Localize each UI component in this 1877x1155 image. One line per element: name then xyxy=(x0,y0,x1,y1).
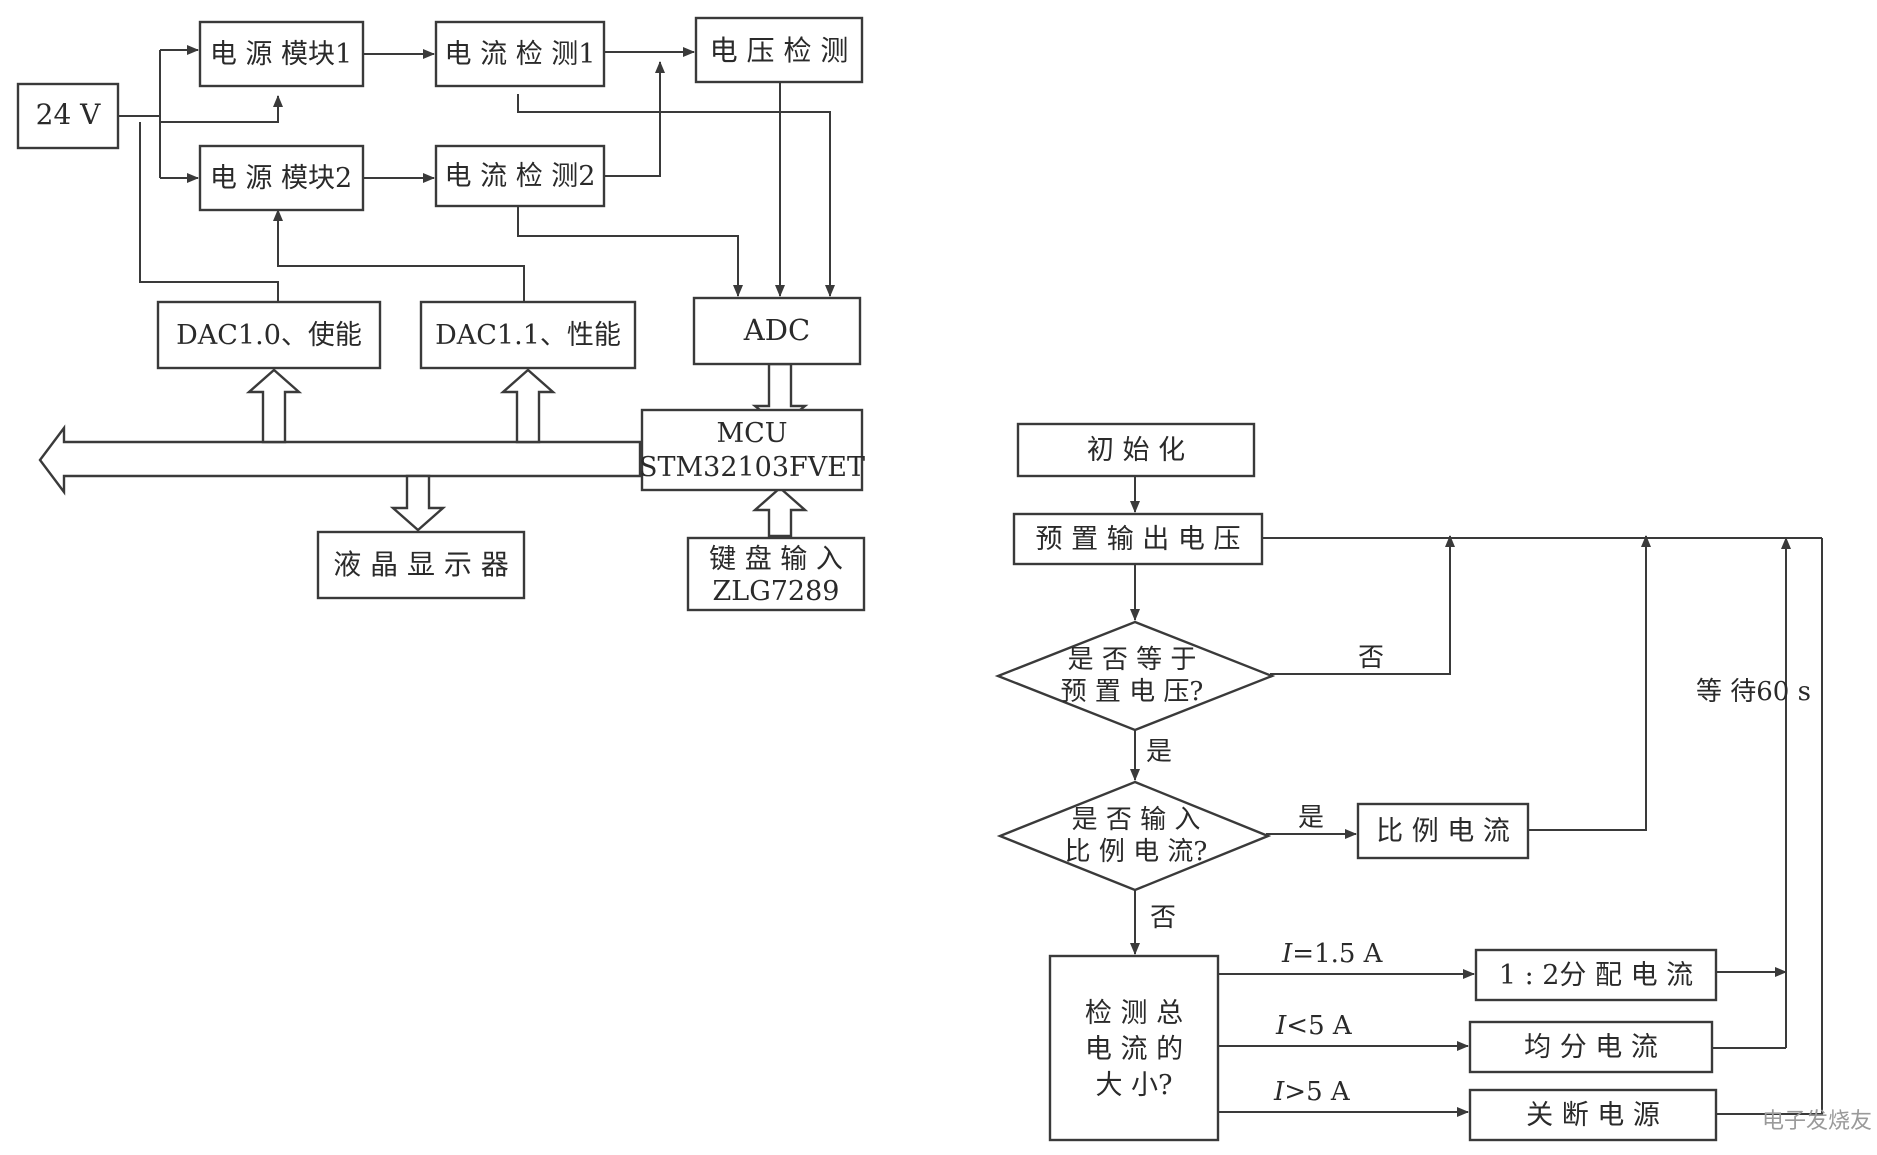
system-bus-arrow xyxy=(38,424,642,496)
power-module-1-label: 电 源 模块1 xyxy=(210,39,352,70)
condition-gt-var: I xyxy=(1273,1077,1285,1107)
arrow-decision1-no-loop xyxy=(1270,535,1455,675)
wire-shutdown-loop xyxy=(1716,538,1823,1115)
condition-gt-label: I>5 A xyxy=(1273,1077,1351,1107)
condition-eq-var: I xyxy=(1281,939,1293,969)
bus-to-lcd-arrow xyxy=(389,474,447,532)
preset-voltage-box xyxy=(1012,512,1264,566)
arrow-ratio-loop xyxy=(1528,535,1651,831)
flowchart: 初 始 化 预 置 输 出 电 压 是 否 等 于 预 置 电 压? 否 是 是… xyxy=(994,422,1823,1142)
condition-gt-value: >5 A xyxy=(1284,1077,1351,1107)
decision2-yes-label: 是 xyxy=(1298,803,1324,833)
current-detect-1-box xyxy=(434,20,606,88)
voltage-detect-label: 电 压 检 测 xyxy=(710,34,849,67)
lcd-label: 液 晶 显 示 器 xyxy=(333,548,509,581)
ratio-current-box xyxy=(1356,802,1530,860)
mcu-box xyxy=(640,408,864,492)
keyboard-label-line1: 键 盘 输 入 xyxy=(709,544,843,575)
init-box xyxy=(1016,422,1256,478)
dac10-box xyxy=(156,300,382,370)
input-24v-box xyxy=(16,82,120,150)
mcu-label-line1: MCU xyxy=(716,418,787,449)
decision-equal-preset xyxy=(994,620,1276,732)
decision1-yes-label: 是 xyxy=(1146,737,1172,767)
wait-60s-label: 等 待60 s xyxy=(1696,677,1811,707)
power-module-1-box xyxy=(198,20,365,88)
decision1-line1: 是 否 等 于 xyxy=(1068,645,1197,675)
condition-eq-label: I=1.5 A xyxy=(1281,939,1384,969)
bus-to-dac10-arrow xyxy=(245,368,303,444)
decision1-line2: 预 置 电 压? xyxy=(1061,677,1204,707)
arrow-dac11-power2 xyxy=(273,209,525,302)
detect-line2: 电 流 的 xyxy=(1085,1034,1183,1065)
equal-split-label: 均 分 电 流 xyxy=(1524,1032,1658,1063)
split-1-2-label: 1 : 2分 配 电 流 xyxy=(1499,960,1693,991)
block-wires xyxy=(118,45,835,302)
dac10-label: DAC1.0、使能 xyxy=(176,320,362,351)
equal-split-box xyxy=(1468,1020,1714,1074)
arrow-current1-adc xyxy=(517,94,835,297)
bus-to-dac11-arrow xyxy=(499,368,557,444)
condition-lt-value: <5 A xyxy=(1286,1011,1353,1041)
dac11-label: DAC1.1、性能 xyxy=(435,320,621,351)
ratio-current-label: 比 例 电 流 xyxy=(1376,816,1510,847)
condition-lt-var: I xyxy=(1275,1011,1287,1041)
watermark: 电子发烧友 xyxy=(1762,1109,1872,1134)
arrow-current2-adc xyxy=(517,206,743,297)
block-diagram: 24 V 电 源 模块1 电 源 模块2 电 流 检 测1 电 流 检 测2 电… xyxy=(16,16,866,612)
input-24v-label: 24 V xyxy=(36,98,102,131)
voltage-detect-box xyxy=(694,16,864,84)
keyboard-box xyxy=(686,536,866,612)
split-1-2-box xyxy=(1474,948,1718,1002)
detect-line3: 大 小? xyxy=(1095,1070,1172,1101)
adc-box xyxy=(692,296,862,366)
shutdown-box xyxy=(1468,1088,1718,1142)
flow-wires xyxy=(1130,476,1823,1117)
adc-label: ADC xyxy=(743,313,810,347)
arrow-current2-voltage xyxy=(604,61,665,177)
detect-line1: 检 测 总 xyxy=(1085,998,1183,1029)
condition-lt-label: I<5 A xyxy=(1275,1011,1353,1041)
current-detect-2-box xyxy=(434,144,606,208)
arrow-24v-power1-bottom xyxy=(160,95,283,123)
detect-total-current-box xyxy=(1048,954,1220,1142)
lcd-box xyxy=(316,530,526,600)
power-module-2-box xyxy=(198,144,365,212)
condition-eq-value: =1.5 A xyxy=(1292,939,1383,969)
wire-dac10-enable xyxy=(139,122,279,302)
keyboard-to-mcu-arrow xyxy=(751,486,809,538)
decision2-line2: 比 例 电 流? xyxy=(1065,837,1208,867)
current-detect-2-label: 电 流 检 测2 xyxy=(445,161,596,192)
mcu-label-line2: STM32103FVET xyxy=(639,452,865,483)
init-label: 初 始 化 xyxy=(1087,435,1185,466)
shutdown-label: 关 断 电 源 xyxy=(1526,1100,1660,1131)
decision-ratio-input xyxy=(996,780,1272,892)
decision2-line1: 是 否 输 入 xyxy=(1072,805,1201,835)
keyboard-label-line2: ZLG7289 xyxy=(713,576,840,607)
current-detect-1-label: 电 流 检 测1 xyxy=(445,39,596,70)
dac11-box xyxy=(419,300,637,370)
power-module-2-label: 电 源 模块2 xyxy=(210,163,352,194)
decision1-no-label: 否 xyxy=(1358,643,1384,673)
preset-voltage-label: 预 置 输 出 电 压 xyxy=(1036,524,1241,555)
decision2-no-label: 否 xyxy=(1150,903,1176,933)
